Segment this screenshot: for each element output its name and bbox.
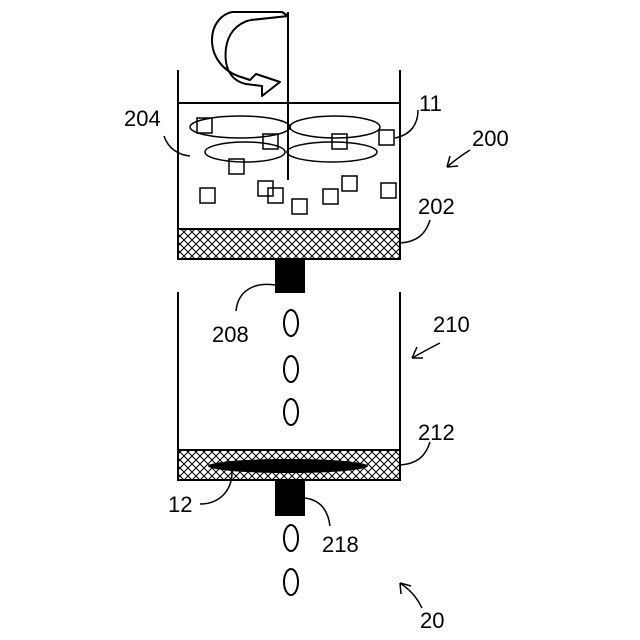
label-210: 210 [433,312,470,337]
rotation-arrow-icon [212,12,288,96]
label-11: 11 [419,91,442,116]
arrow-200 [447,150,470,167]
upper-outlet [275,259,305,293]
label-204: 204 [124,106,161,131]
arrow-210 [412,343,440,358]
label-202: 202 [418,194,455,219]
stirrer-blades [190,116,380,162]
lower-outlet [275,480,305,516]
particle [323,189,338,204]
particle [200,188,215,203]
label-208: 208 [212,322,249,347]
label-218: 218 [322,532,359,557]
droplets-lower [284,525,298,595]
label-12: 12 [168,492,192,517]
particle [381,183,396,198]
particle [292,199,307,214]
arrow-20 [400,583,422,608]
droplets-upper [284,310,298,425]
particle [342,176,357,191]
upper-filter [178,229,400,259]
particle [379,130,394,145]
label-200: 200 [472,126,509,151]
label-212: 212 [418,420,455,445]
filter-cake [208,459,368,473]
label-20: 20 [420,608,444,633]
